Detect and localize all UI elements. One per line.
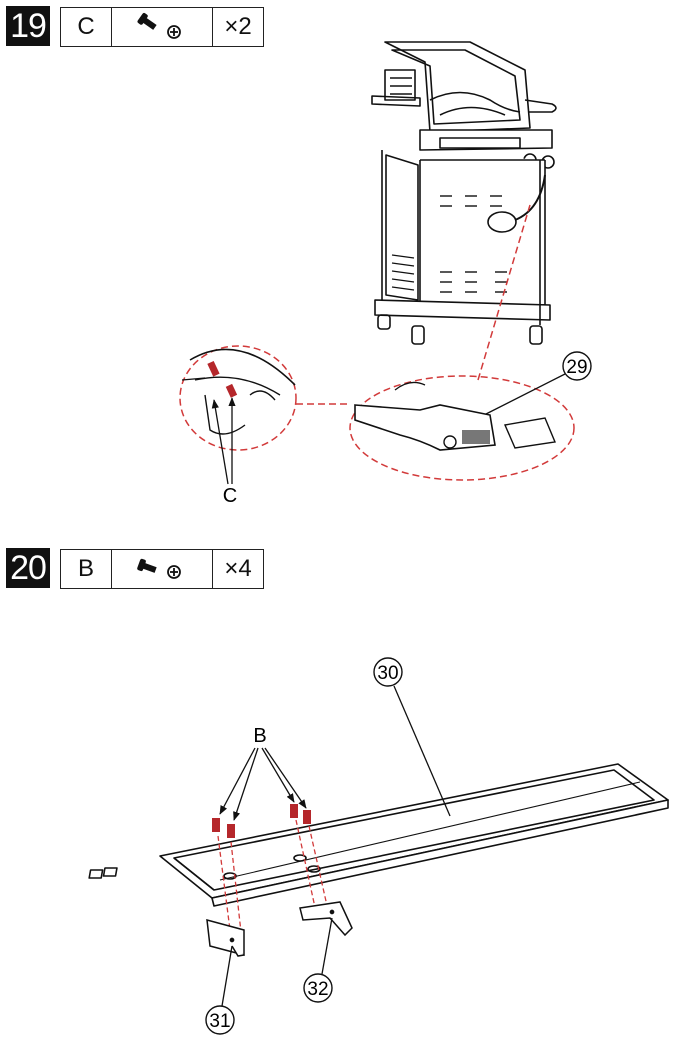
bracket-31 (206, 918, 245, 957)
step-20-number: 20 (6, 548, 50, 588)
screws-b (212, 804, 311, 838)
step-19-part-letter: C (61, 8, 112, 46)
step-19-number: 19 (6, 6, 50, 46)
step-20-header: 20 B ×4 (6, 548, 264, 589)
callout-30-label: 30 (377, 663, 398, 684)
step-20-part-letter: B (61, 550, 112, 588)
callout-32-circle (303, 973, 333, 1003)
callout-31-label: 31 (209, 1011, 230, 1032)
callout-b-label: B (253, 725, 266, 747)
grill-illustration (371, 41, 557, 345)
callout-31-circle (205, 1005, 235, 1035)
detail-circle-right (349, 375, 575, 481)
bracket-32 (299, 901, 353, 937)
tray-illustration (88, 763, 669, 907)
screw-phillips-icon (112, 8, 213, 46)
step-20-parts-table: B ×4 (60, 549, 264, 589)
callout-29-circle (562, 351, 592, 381)
detail-circle-left (179, 345, 297, 451)
callout-30-circle (373, 657, 403, 687)
step-19-parts-table: C ×2 (60, 7, 264, 47)
step-19-header: 19 C ×2 (6, 6, 264, 47)
callout-c-label: C (223, 485, 237, 507)
step-20-quantity: ×4 (224, 555, 252, 582)
callout-32-label: 32 (307, 979, 328, 1000)
screw-phillips-icon (112, 550, 213, 588)
step-19-quantity: ×2 (224, 13, 252, 40)
callout-29-label: 29 (566, 357, 587, 378)
